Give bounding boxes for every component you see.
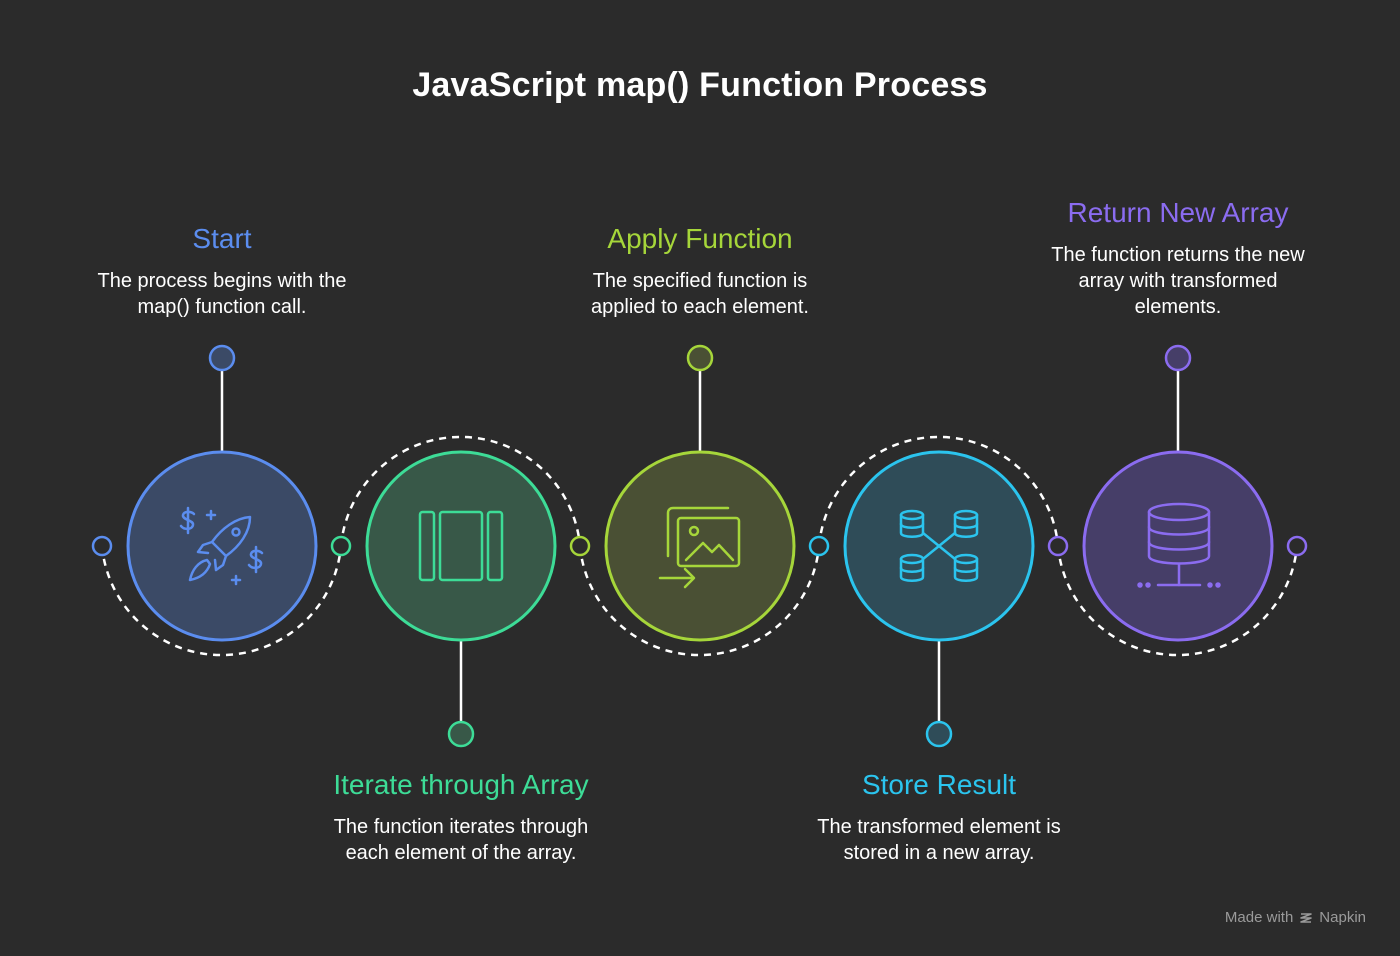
- step-store: Store Result The transformed element is …: [779, 768, 1099, 866]
- side-node-4: [808, 535, 830, 557]
- step-title: Iterate through Array: [333, 769, 589, 800]
- watermark-brand: Napkin: [1319, 909, 1366, 926]
- step-desc-line: map() function call.: [137, 296, 307, 318]
- step-desc-line: The function returns the new: [1051, 244, 1305, 266]
- step-circle-return: [1082, 450, 1274, 642]
- connector-arc-2: [339, 435, 582, 547]
- stem-node-4: [925, 720, 953, 748]
- step-desc-line: The specified function is: [592, 270, 808, 292]
- step-description: The function returns the new array with …: [1018, 242, 1338, 320]
- step-title: Apply Function: [607, 223, 793, 254]
- step-description: The specified function is applied to eac…: [540, 268, 860, 320]
- step-return: Return New Array The function returns th…: [1018, 196, 1338, 320]
- side-node-3: [569, 535, 591, 557]
- connector-arc-4: [817, 435, 1060, 547]
- step-circle-start: [126, 450, 318, 642]
- database-server-icon: [1137, 502, 1221, 588]
- connector-arc-5: [1056, 545, 1299, 657]
- stem-node-2: [447, 720, 475, 748]
- stem-node-3: [686, 344, 714, 372]
- connector-arc-1: [100, 545, 343, 657]
- step-apply: Apply Function The specified function is…: [540, 222, 860, 320]
- step-desc-line: The process begins with the: [97, 270, 347, 292]
- step-desc-line: The function iterates through: [333, 816, 589, 838]
- step-description: The transformed element is stored in a n…: [779, 814, 1099, 866]
- step-circle-iterate: [365, 450, 557, 642]
- connector-arc-3: [578, 545, 821, 657]
- stem-node-5: [1164, 344, 1192, 372]
- step-desc-line: array with transformed: [1078, 270, 1278, 292]
- diagram-title: JavaScript map() Function Process: [412, 66, 988, 104]
- rocket-icon: [179, 506, 264, 586]
- step-description: The function iterates through each eleme…: [301, 814, 621, 866]
- step-desc-line: The transformed element is: [817, 816, 1061, 838]
- step-desc-line: stored in a new array.: [843, 842, 1035, 864]
- side-node-5: [1047, 535, 1069, 557]
- napkin-watermark[interactable]: Made with Napkin: [1225, 909, 1366, 926]
- database-network-icon: [899, 509, 979, 582]
- step-title: Start: [192, 223, 252, 254]
- step-desc-line: elements.: [1134, 296, 1222, 318]
- side-node-2: [330, 535, 352, 557]
- step-desc-line: applied to each element.: [591, 296, 809, 318]
- columns-icon: [418, 510, 504, 582]
- side-node-1: [91, 535, 113, 557]
- step-description: The process begins with the map() functi…: [62, 268, 382, 320]
- side-node-6: [1286, 535, 1308, 557]
- step-iterate: Iterate through Array The function itera…: [301, 768, 621, 866]
- step-title: Return New Array: [1067, 197, 1289, 228]
- image-transfer-icon: [658, 506, 741, 589]
- step-desc-line: each element of the array.: [345, 842, 577, 864]
- step-title: Store Result: [861, 769, 1017, 800]
- watermark-prefix: Made with: [1224, 909, 1294, 926]
- napkin-logo-icon: [1300, 912, 1313, 923]
- step-start: Start The process begins with the map() …: [62, 222, 382, 320]
- stem-node-1: [208, 344, 236, 372]
